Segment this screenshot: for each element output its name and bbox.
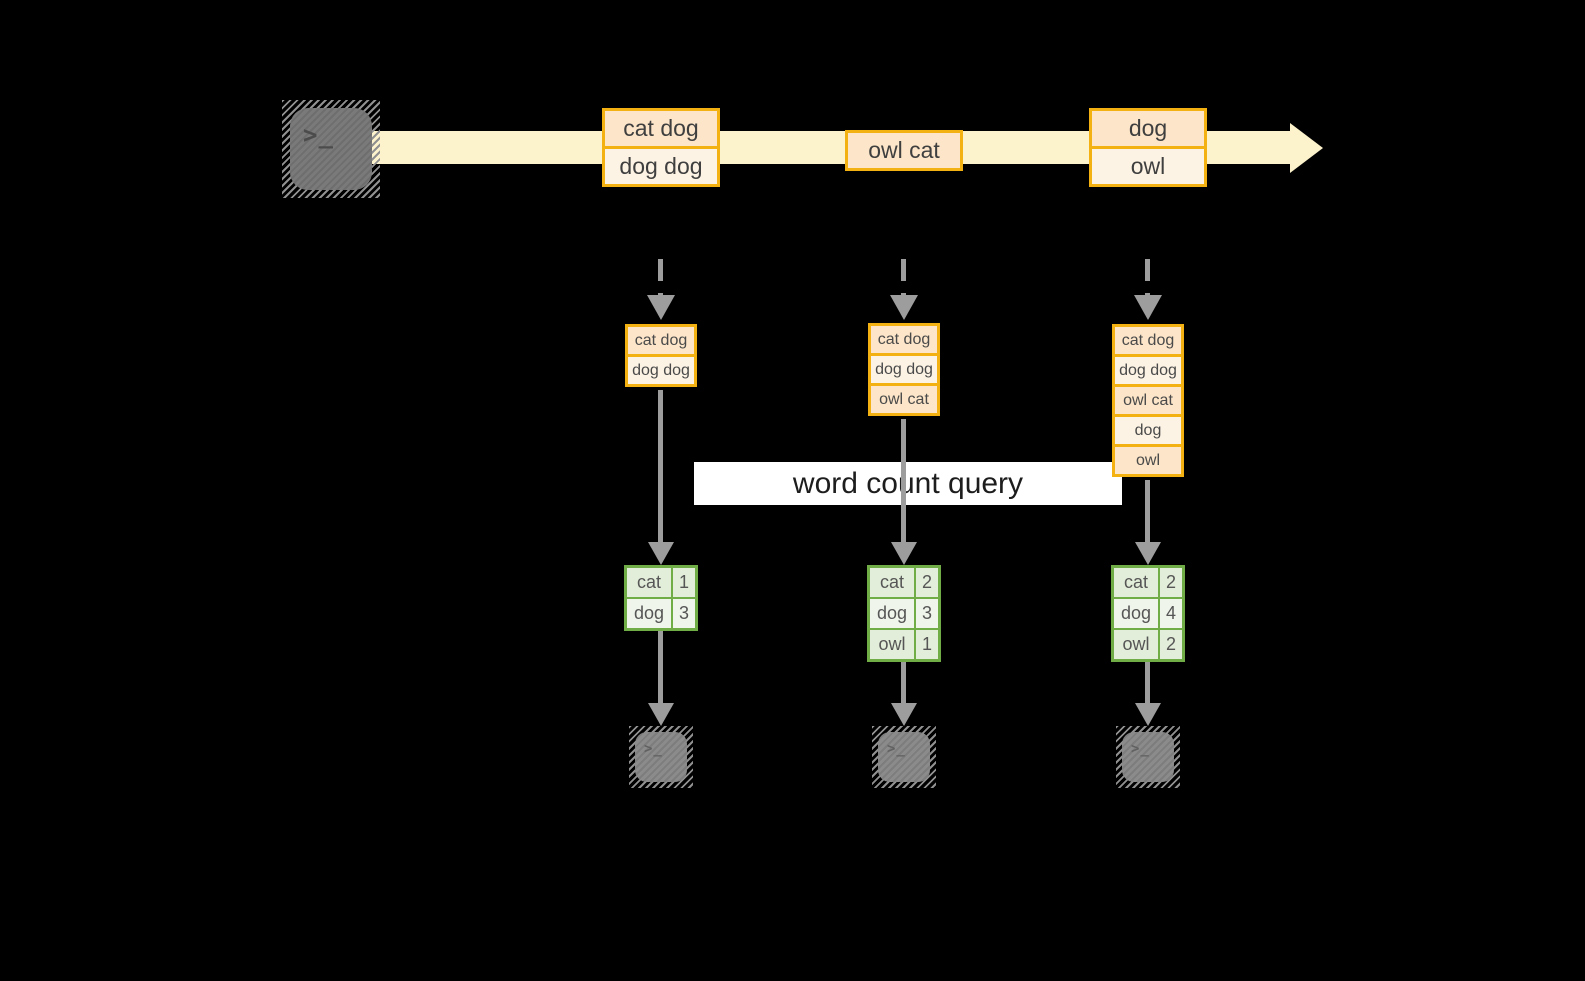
arrow-head: [648, 703, 674, 726]
arrow-head: [891, 703, 917, 726]
arrow-head: [648, 542, 674, 565]
snapshot-record: cat dog: [1115, 327, 1181, 354]
sink-terminal-icon-2: >_: [878, 732, 930, 782]
snapshot-record: dog dog: [1115, 357, 1181, 384]
snapshot-record: cat dog: [871, 326, 937, 353]
stream-event-box-2: owl cat: [845, 130, 963, 171]
stream-event-box-1: cat dog dog dog: [602, 108, 720, 187]
dashed-arrow-head-3: [1134, 295, 1162, 320]
source-terminal-icon: >_: [290, 108, 372, 190]
event-record: cat dog: [605, 111, 717, 146]
result-table-1: cat 1 dog 3: [624, 565, 698, 631]
arrow-line: [901, 662, 906, 703]
query-banner: word count query: [694, 462, 1122, 505]
count-cell: 3: [916, 599, 938, 628]
count-cell: 2: [1160, 568, 1182, 597]
arrow-line: [658, 390, 663, 542]
snapshot-record: dog: [1115, 417, 1181, 444]
count-cell: 2: [1160, 630, 1182, 659]
word-cell: cat: [627, 568, 671, 597]
dashed-arrow-line-3: [1145, 259, 1150, 295]
terminal-prompt-glyph: >_: [1131, 741, 1150, 757]
terminal-prompt-glyph: >_: [644, 741, 663, 757]
dashed-arrow-head-2: [890, 295, 918, 320]
arrow-line: [1145, 662, 1150, 703]
snapshot-stack-2: cat dog dog dog owl cat: [868, 323, 940, 416]
count-cell: 1: [673, 568, 695, 597]
stream-arrow-head: [1290, 123, 1323, 173]
event-record: dog: [1092, 111, 1204, 146]
count-cell: 3: [673, 599, 695, 628]
snapshot-record: owl cat: [1115, 387, 1181, 414]
arrow-head: [1135, 542, 1161, 565]
snapshot-record: cat dog: [628, 327, 694, 354]
dashed-arrow-line-1: [658, 259, 663, 295]
count-cell: 2: [916, 568, 938, 597]
stream-event-box-3: dog owl: [1089, 108, 1207, 187]
word-cell: owl: [1114, 630, 1158, 659]
snapshot-stack-1: cat dog dog dog: [625, 324, 697, 387]
count-cell: 4: [1160, 599, 1182, 628]
arrow-line: [658, 631, 663, 703]
arrow-head: [1135, 703, 1161, 726]
arrow-line: [1145, 480, 1150, 542]
word-cell: dog: [1114, 599, 1158, 628]
result-table-2: cat 2 dog 3 owl 1: [867, 565, 941, 662]
terminal-prompt-glyph: >_: [887, 741, 906, 757]
word-cell: dog: [627, 599, 671, 628]
sink-terminal-icon-3: >_: [1122, 732, 1174, 782]
word-cell: cat: [870, 568, 914, 597]
event-record: owl: [1092, 149, 1204, 184]
word-cell: owl: [870, 630, 914, 659]
arrow-line: [901, 419, 906, 542]
word-cell: dog: [870, 599, 914, 628]
count-cell: 1: [916, 630, 938, 659]
sink-terminal-icon-1: >_: [635, 732, 687, 782]
dashed-arrow-line-2: [901, 259, 906, 295]
terminal-prompt-glyph: >_: [303, 121, 334, 149]
snapshot-record: dog dog: [871, 356, 937, 383]
snapshot-record: owl: [1115, 447, 1181, 474]
event-record: owl cat: [848, 133, 960, 168]
snapshot-record: dog dog: [628, 357, 694, 384]
result-table-3: cat 2 dog 4 owl 2: [1111, 565, 1185, 662]
query-label: word count query: [792, 466, 1024, 500]
snapshot-stack-3: cat dog dog dog owl cat dog owl: [1112, 324, 1184, 477]
word-cell: cat: [1114, 568, 1158, 597]
arrow-head: [891, 542, 917, 565]
event-record: dog dog: [605, 149, 717, 184]
dashed-arrow-head-1: [647, 295, 675, 320]
snapshot-record: owl cat: [871, 386, 937, 413]
